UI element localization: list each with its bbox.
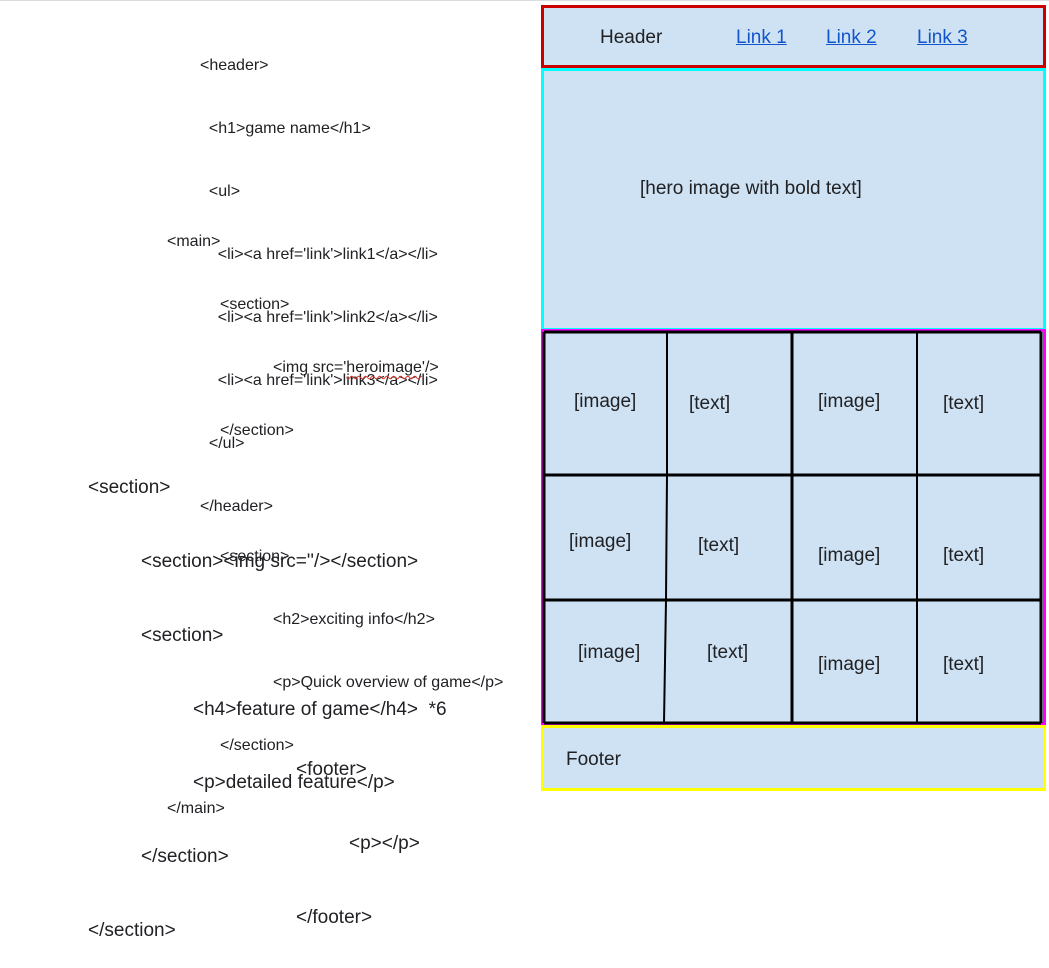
code-line: <li><a href='link'>link2</a></li>	[200, 309, 438, 326]
code-img-src: heroimage	[346, 359, 422, 376]
mock-footer-text: Footer	[566, 749, 621, 770]
code-footer-snippet: <footer> <p></p> </footer>	[296, 709, 420, 955]
code-img-line: <img src='heroimage'/>	[167, 357, 503, 378]
code-h2-line: <h2>exciting info</h2>	[273, 611, 435, 628]
code-section-open: <section>	[220, 296, 290, 313]
code-p-line: <p>detailed feature</p>	[193, 772, 395, 794]
code-section-open: <section>	[220, 548, 290, 565]
code-line: <li><a href='link'>link1</a></li>	[200, 246, 438, 263]
feature-image-label: [image]	[818, 545, 881, 566]
mock-footer-box	[541, 725, 1046, 791]
feature-image-label: [image]	[569, 531, 632, 552]
feature-text-label: [text]	[943, 545, 985, 566]
mock-link-3[interactable]: Link 3	[917, 27, 968, 48]
canvas-top-border	[0, 0, 1049, 1]
code-outer-section-open: <section>	[88, 477, 171, 499]
code-line: <ul>	[200, 183, 241, 200]
code-footer-open: <footer>	[296, 759, 367, 781]
code-footer-p: <p></p>	[349, 832, 420, 854]
code-line: <h1>game name</h1>	[200, 120, 371, 137]
mock-link-2[interactable]: Link 2	[826, 27, 877, 48]
feature-text-label: [text]	[707, 642, 749, 663]
feature-text-label: [text]	[689, 393, 731, 414]
code-img-suffix: '/>	[421, 359, 439, 376]
code-p-line: <p>Quick overview of game</p>	[273, 674, 504, 691]
feature-image-label: [image]	[574, 391, 637, 412]
code-footer-close: </footer>	[296, 906, 373, 928]
feature-image-label: [image]	[578, 642, 641, 663]
mock-hero-box	[541, 68, 1046, 330]
mock-header-title: Header	[600, 27, 663, 48]
mock-hero-text: [hero image with bold text]	[640, 178, 862, 199]
code-main-open: <main>	[167, 233, 221, 250]
feature-image-label: [image]	[818, 391, 881, 412]
code-line: <li><a href='link'>link3</a></li>	[200, 372, 438, 389]
code-img-section-line: <section><img src=''/></section>	[141, 550, 419, 572]
code-line: <header>	[200, 57, 269, 74]
code-header-snippet: <header> <h1>game name</h1> <ul> <li><a …	[200, 13, 438, 538]
code-line: </header>	[200, 498, 273, 515]
feature-text-label: [text]	[943, 654, 985, 675]
feature-image-label: [image]	[818, 654, 881, 675]
code-img-prefix: <img src='	[273, 359, 347, 376]
mock-header-box	[541, 5, 1046, 68]
feature-text-label: [text]	[943, 393, 985, 414]
feature-text-label: [text]	[698, 535, 740, 556]
features-grid-lines	[542, 330, 1043, 725]
code-section-close: </section>	[220, 422, 294, 439]
code-line: </ul>	[200, 435, 245, 452]
code-h4-line: <h4>feature of game</h4> *6	[193, 698, 447, 720]
code-section-close: </section>	[220, 737, 294, 754]
mock-link-1[interactable]: Link 1	[736, 27, 787, 48]
code-main-snippet: <main> <section> <img src='heroimage'/> …	[167, 189, 503, 840]
code-inner-section-open: <section>	[141, 624, 224, 646]
